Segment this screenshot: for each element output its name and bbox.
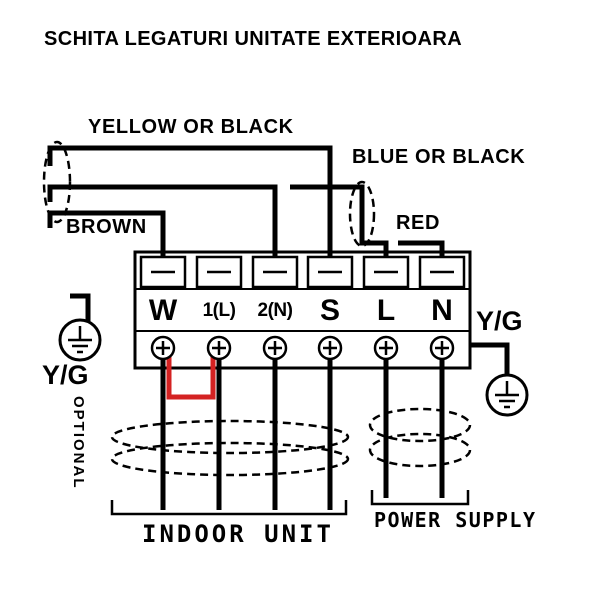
indoor-wire-bundle [110,419,350,455]
left-wire-bundle [42,140,72,224]
power-supply-label: POWER SUPPLY [374,508,537,532]
screw-terminal-icon [206,335,232,361]
terminal-label-w: W [148,294,178,327]
terminal-cover-icon [251,255,299,289]
jumper-wire [166,352,216,400]
terminal-cover-icon [418,255,466,289]
terminal-label-n: N [431,294,453,327]
neutral-top-wire [47,184,278,259]
screw-terminal-icon [262,335,288,361]
terminal-cover-icon [195,255,243,289]
blue-or-black-wire [290,184,389,259]
yellow-or-black-label: YELLOW OR BLACK [88,116,294,138]
yellow-or-black-wire [47,145,333,259]
ground-label-left: Y/G [42,360,89,390]
screw-terminal-icon [317,335,343,361]
screw-terminal-icon [150,335,176,361]
brown-wire [47,210,166,259]
terminal-cover-icon [139,255,187,289]
indoor-unit-label: INDOOR UNIT [142,520,334,548]
indoor-unit-bracket [110,500,348,516]
terminal-label-2n: 2(N) [257,300,293,321]
ground-label-right: Y/G [476,306,523,336]
terminal-label-1l: 1(L) [202,300,236,321]
red-wire [398,240,445,259]
power-wire-bundle [368,432,472,468]
page-title: SCHITA LEGATURI UNITATE EXTERIOARA [44,28,463,50]
screw-terminal-icon [373,335,399,361]
indoor-wire-bundle [110,441,350,477]
earth-ground-right-icon [485,373,529,417]
blue-or-black-label: BLUE OR BLACK [352,146,526,168]
power-wire-bundle [368,407,472,443]
blue-wire-bundle [348,180,376,248]
screw-terminal-icon [429,335,455,361]
earth-ground-left-icon [58,318,102,362]
terminal-cover-icon [362,255,410,289]
red-label: RED [396,212,441,234]
ground-wire-left [70,293,91,322]
terminal-label-s: S [319,294,340,327]
power-supply-bracket [370,490,470,506]
optional-label: OPTIONAL [70,396,87,490]
terminal-cover-icon [306,255,354,289]
brown-label: BROWN [66,216,147,238]
terminal-block [133,250,472,370]
ground-wire-right [470,342,510,375]
terminal-label-l: L [376,294,396,327]
